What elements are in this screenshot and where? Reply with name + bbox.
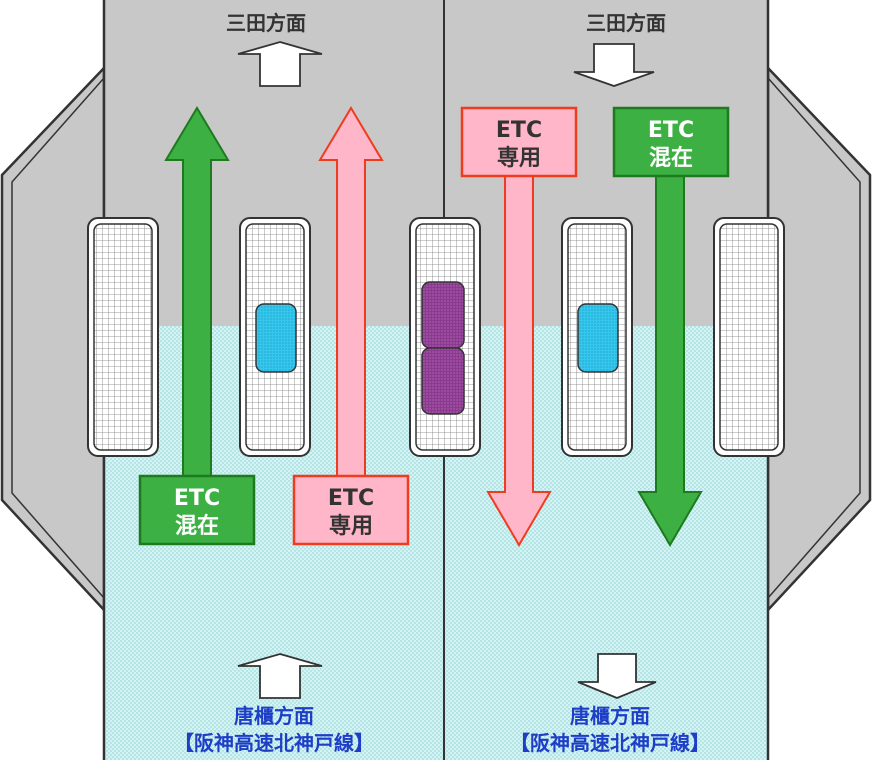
- lane-2-label-line1: ETC: [328, 486, 374, 511]
- lane-3-label-line2: 専用: [497, 146, 541, 171]
- bottom-left-up-arrow-icon: [237, 653, 323, 699]
- bottom-right-down-arrow-icon: [577, 653, 657, 699]
- plaza-left-edge-inner: [11, 77, 105, 599]
- booth-purple-upper: [421, 281, 465, 349]
- bottom-left-direction-line1: 唐櫃方面: [234, 704, 314, 728]
- lane-3-arrow-down: [486, 171, 552, 547]
- lane-4-label-line1: ETC: [648, 118, 694, 143]
- plaza-right-edge-inner: [767, 77, 861, 599]
- booth-purple-lower: [421, 347, 465, 415]
- top-right-direction: 三田方面: [586, 11, 666, 35]
- lane-3-label-line1: ETC: [496, 118, 542, 143]
- island-2: [239, 217, 311, 457]
- island-1: [87, 217, 159, 457]
- lane-2-label-line2: 専用: [329, 514, 373, 539]
- top-left-up-arrow-icon: [237, 41, 323, 87]
- bottom-right-direction-line1: 唐櫃方面: [570, 704, 650, 728]
- bottom-left-direction-line2: 【阪神高速北神戸線】: [174, 731, 374, 755]
- lane-4-arrow-down: [637, 171, 703, 547]
- bottom-right-direction-line2: 【阪神高速北神戸線】: [510, 731, 710, 755]
- booth-blue-left: [255, 303, 297, 373]
- lane-1-label-box: ETC 混在: [138, 474, 256, 546]
- top-right-down-arrow-icon: [573, 43, 655, 87]
- top-left-direction: 三田方面: [226, 11, 306, 35]
- island-3: [409, 217, 481, 457]
- booth-blue-right: [577, 303, 619, 373]
- lane-3-label-box: ETC 専用: [460, 106, 578, 178]
- lane-1-label-line2: 混在: [175, 513, 219, 539]
- island-5: [713, 217, 785, 457]
- lane-2-label-box: ETC 専用: [292, 474, 410, 546]
- lane-4-label-box: ETC 混在: [612, 106, 730, 178]
- lane-4-label-line2: 混在: [649, 145, 693, 171]
- lane-1-label-line1: ETC: [174, 486, 220, 511]
- island-4: [561, 217, 633, 457]
